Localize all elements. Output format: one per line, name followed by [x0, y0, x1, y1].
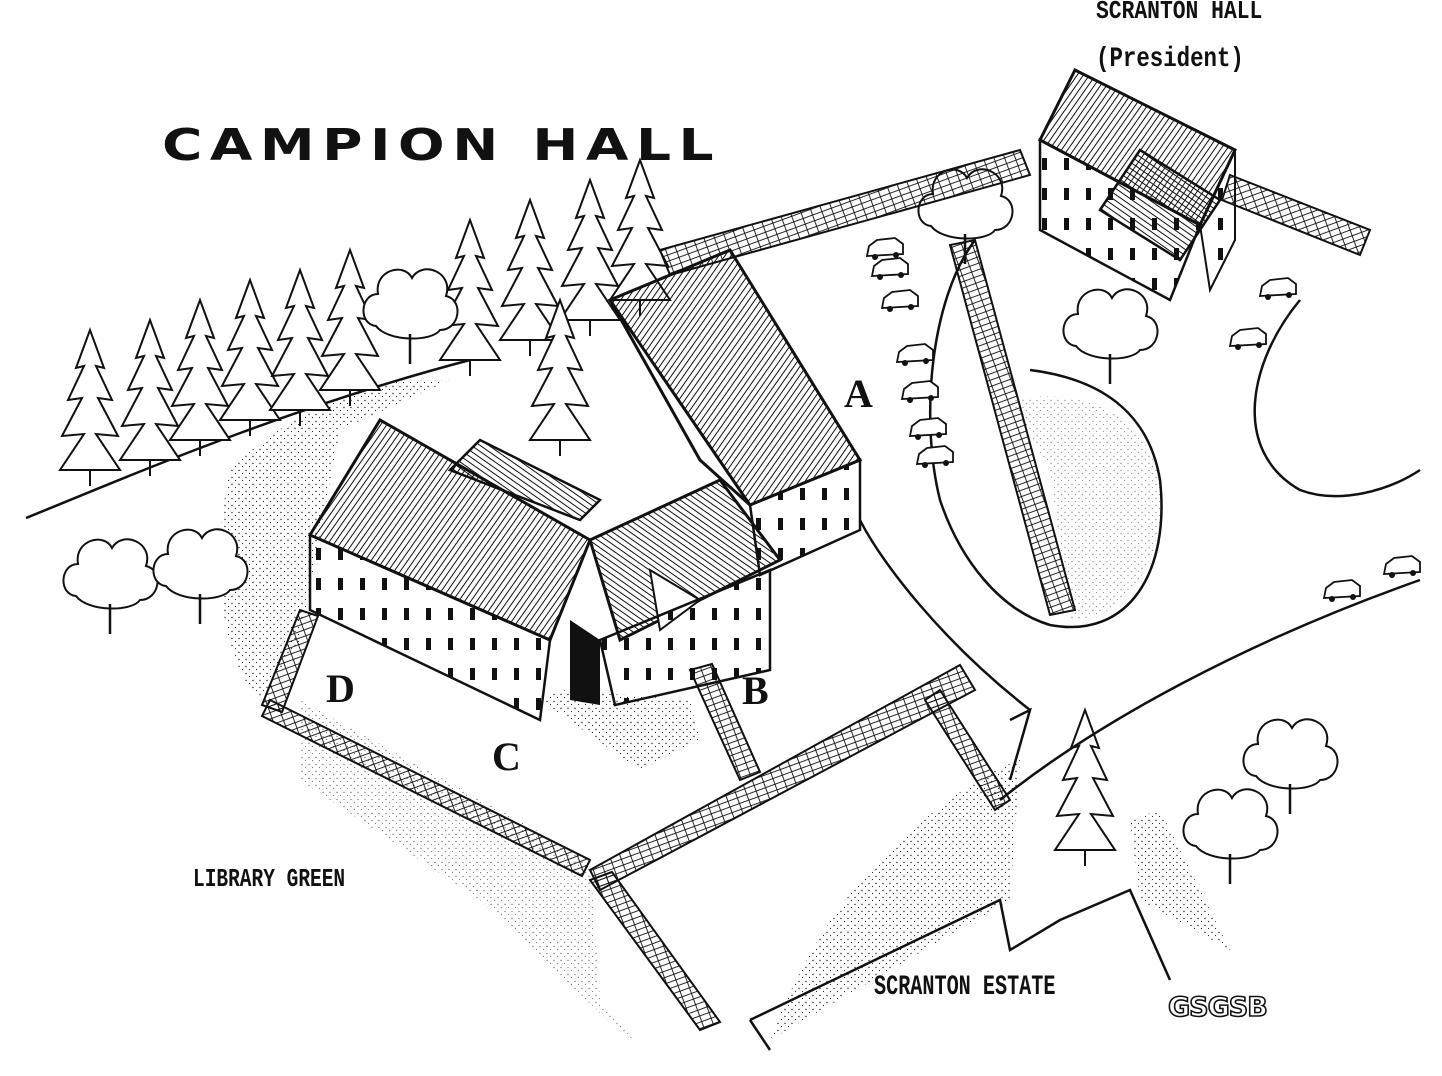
marker-b: B [742, 668, 769, 713]
scranton-hall-building [1038, 67, 1237, 302]
campion-hall-building [307, 248, 863, 722]
scranton-estate-label: SCRANTON ESTATE [874, 972, 1056, 1003]
marker-d: D [326, 666, 355, 711]
scranton-hall-note: (President) [1096, 44, 1244, 75]
marker-c: C [492, 734, 521, 779]
gsgsb-logo: GSGSB [1167, 991, 1268, 1024]
scranton-hall-label: SCRANTON HALL [1096, 0, 1263, 26]
ground-stipple [220, 380, 1230, 1060]
marker-a: A [844, 371, 873, 416]
library-green-label: LIBRARY GREEN [193, 864, 346, 894]
ridge-line [25, 358, 471, 520]
map-title: CAMPION HALL [162, 120, 722, 171]
stone-walls [260, 148, 1372, 1032]
